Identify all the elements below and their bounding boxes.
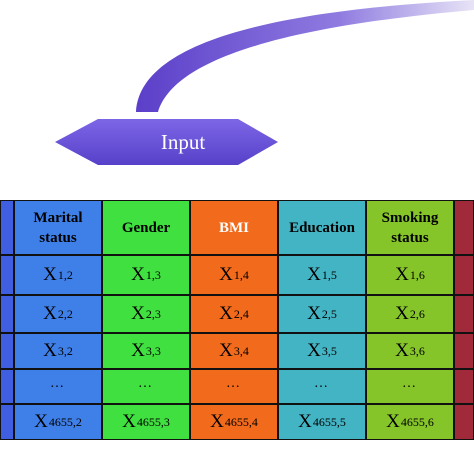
curved-connector xyxy=(136,0,474,112)
header-gender: Gender xyxy=(102,200,190,255)
header-line: Smoking xyxy=(381,209,439,226)
left-edge-cell xyxy=(0,404,14,440)
right-edge-cell xyxy=(454,369,474,404)
header-line: Gender xyxy=(121,219,171,236)
header-line: Education xyxy=(289,219,355,236)
header-line: Marital xyxy=(33,209,83,226)
ellipsis-cell: … xyxy=(366,369,454,404)
left-edge-cell xyxy=(0,295,14,333)
left-edge-cell xyxy=(0,255,14,295)
header-line: BMI xyxy=(219,219,249,236)
right-edge-column-header xyxy=(454,200,474,255)
input-arrow-shape xyxy=(55,119,278,165)
right-edge-cell xyxy=(454,333,474,369)
right-edge-cell xyxy=(454,255,474,295)
input-label: Input xyxy=(160,129,206,154)
ellipsis-cell: … xyxy=(14,369,102,404)
left-edge-cell xyxy=(0,369,14,404)
right-edge-cell xyxy=(454,295,474,333)
header-smoking-status: Smoking status xyxy=(366,200,454,255)
header-marital-status: Marital status xyxy=(14,200,102,255)
header-education: Education xyxy=(278,200,366,255)
feature-table: Marital status Gender BMI Education Smok… xyxy=(0,200,474,440)
header-bmi: BMI xyxy=(190,200,278,255)
right-edge-cell xyxy=(454,404,474,440)
ellipsis-cell: … xyxy=(278,369,366,404)
left-edge-cell xyxy=(0,333,14,369)
header-line: status xyxy=(39,229,77,246)
left-edge-column-header xyxy=(0,200,14,255)
ellipsis-cell: … xyxy=(190,369,278,404)
ellipsis-cell: … xyxy=(102,369,190,404)
header-line: status xyxy=(391,229,429,246)
